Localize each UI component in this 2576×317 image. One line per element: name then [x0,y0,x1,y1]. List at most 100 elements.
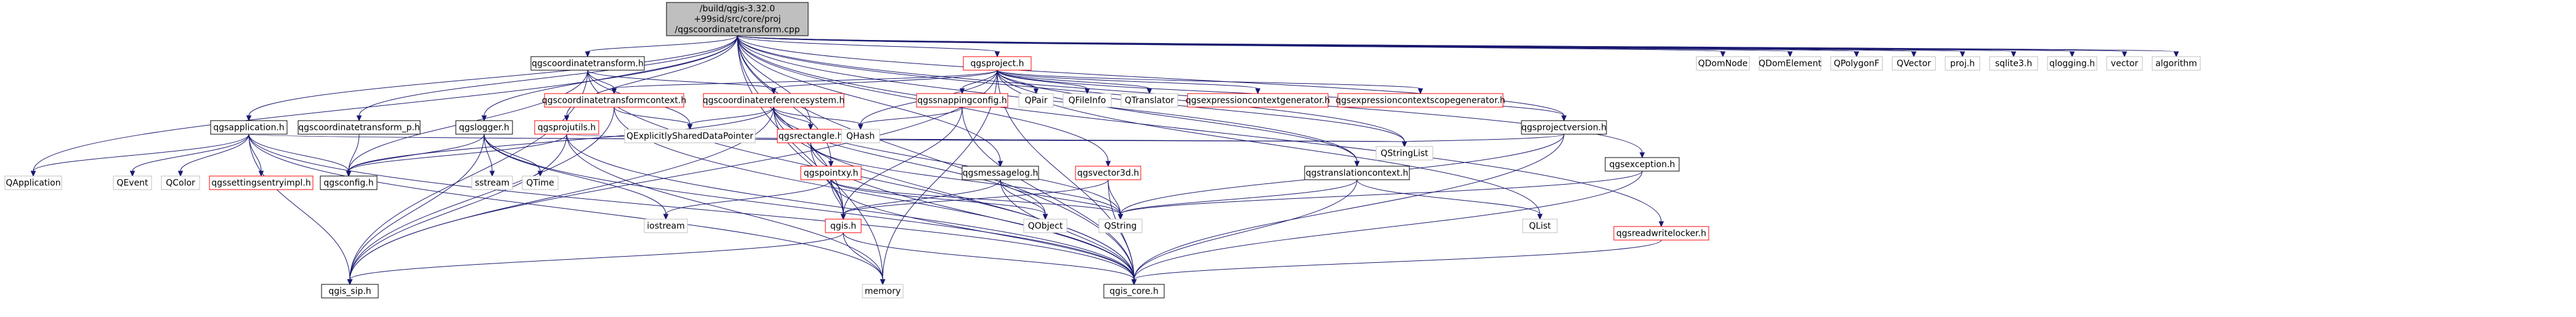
node-label: qgslogger.h [459,123,509,133]
node-root[interactable]: /build/qgis-3.32.0+99sid/src/core/proj/q… [666,2,809,36]
node-qgsexpressioncontextscopegenerator-h[interactable]: qgsexpressioncontextscopegenerator.h [1335,93,1505,108]
node-label: qgis.h [830,222,856,231]
node-qtime[interactable]: QTime [522,175,559,190]
edge-qgsprojutils_h-to-qgsconfig_h [346,134,567,177]
node-qgspointxy-h[interactable]: qgspointxy.h [800,166,862,180]
node-qgscoordinatereferencesystem-h[interactable]: qgscoordinatereferencesystem.h [703,93,845,108]
node-qtranslator[interactable]: QTranslator [1120,93,1178,108]
edge-qgscoordinatereferencesystem_h-to-qhash [773,106,864,130]
node-qdomelement[interactable]: QDomElement [1759,56,1821,71]
node-qhash[interactable]: QHash [841,129,880,143]
node-qgsexception-h[interactable]: qgsexception.h [1605,157,1680,172]
node-label: QStringList [1380,149,1428,159]
node-qgis-core-h[interactable]: qgis_core.h [1103,284,1165,299]
node-label: QApplication [6,179,60,188]
node-label: qgstranslationcontext.h [1306,169,1408,179]
edge-qgslogger_h-to-qgis_core_h [484,134,1137,286]
node-label: QObject [1028,222,1063,231]
node-qgstranslationcontext-h[interactable]: qgstranslationcontext.h [1304,166,1410,180]
node-label: QHash [846,132,875,142]
node-qgsreadwritelocker-h[interactable]: qgsreadwritelocker.h [1613,226,1709,241]
node-label: qgsprojutils.h [538,123,596,133]
node-label: vector [2111,59,2139,69]
edge-root-to-qgsapplication_h [246,35,738,122]
edge-qgsproject_h-to-qfileinfo [997,70,1090,95]
edge-qgsprojutils_h-to-memory [566,134,886,286]
node-qgsexpressioncontextgenerator-h[interactable]: qgsexpressioncontextgenerator.h [1186,93,1331,108]
node-label: qgsexception.h [1610,160,1675,170]
nodes-layer: /build/qgis-3.32.0+99sid/src/core/proj/q… [4,2,2201,299]
node-label: sqlite3.h [1995,59,2032,69]
edge-root-to-algorithm [737,35,2179,58]
node-label: qgsreadwritelocker.h [1616,229,1706,239]
node-qgssettingsentryimpl-h[interactable]: qgssettingsentryimpl.h [209,175,314,190]
node-label: qgssettingsentryimpl.h [211,179,311,188]
edge-qgsmessagelog_h-to-qgis_h [840,179,1001,220]
node-qapplication[interactable]: QApplication [4,175,62,190]
node-qgsprojutils-h[interactable]: qgsprojutils.h [534,120,599,135]
node-label: qgsmessagelog.h [963,169,1039,179]
node-sqlite3-h[interactable]: sqlite3.h [1989,56,2038,71]
node-sstream[interactable]: sstream [471,175,513,190]
edge-qgspointxy_h-to-qstring [830,179,1124,220]
node-label: qgsconfig.h [323,179,373,188]
node-qobject[interactable]: QObject [1023,219,1067,233]
node-qexplicitlyshareddatapointer[interactable]: QExplicitlySharedDataPointer [624,129,756,143]
node-qlist[interactable]: QList [1522,219,1558,233]
node-qcolor[interactable]: QColor [161,175,200,190]
node-qgsmessagelog-h[interactable]: qgsmessagelog.h [962,166,1039,180]
edge-qgsprojectversion_h-to-qstringlist [1401,134,1565,148]
node-qgsprojectversion-h[interactable]: qgsprojectversion.h [1521,120,1607,135]
node-qgscoordinatetransformcontext-h[interactable]: qgscoordinatetransformcontext.h [542,93,686,108]
edge-qgsprojutils_h-to-qgis_sip_h [347,134,567,286]
edge-qgsproject_h-to-qstringlist [997,70,1407,148]
node-proj-h[interactable]: proj.h [1945,56,1980,71]
edge-qgsproject_h-to-qgsexpressioncontextscopegenerator_h [997,70,1424,95]
node-qgis-h[interactable]: qgis.h [825,219,862,233]
node-label: qgscoordinatetransform_p.h [298,123,420,133]
node-qpair[interactable]: QPair [1018,93,1054,108]
node-label: qgis_sip.h [328,287,371,297]
edge-qgsrectangle_h-to-qgis_h [810,142,846,220]
edge-qgscoordinatereferencesystem_h-to-qstring [773,106,1124,220]
node-qstringlist[interactable]: QStringList [1375,146,1433,161]
node-qgsproject-h[interactable]: qgsproject.h [963,56,1032,71]
node-qgssnappingconfig-h[interactable]: qgssnappingconfig.h [916,93,1008,108]
node-qfileinfo[interactable]: QFileInfo [1063,93,1112,108]
node-qgis-sip-h[interactable]: qgis_sip.h [321,284,379,299]
edge-qgsprojectversion_h-to-qgis_core_h [1131,134,1565,286]
node-qgsconfig-h[interactable]: qgsconfig.h [320,175,378,190]
edge-root-to-qgsmessagelog_h [737,35,1003,167]
node-label: memory [865,287,901,297]
node-algorithm[interactable]: algorithm [2152,56,2201,71]
node-memory[interactable]: memory [862,284,904,299]
node-label: QTranslator [1125,96,1175,106]
node-qlogging-h[interactable]: qlogging.h [2047,56,2097,71]
node-label: qgsvector3d.h [1077,169,1140,179]
node-qgsrectangle-h[interactable]: qgsrectangle.h [777,129,844,143]
node-label: qgssnappingconfig.h [917,96,1007,106]
node-qgscoordinatetransform-p-h[interactable]: qgscoordinatetransform_p.h [298,120,421,135]
node-qevent[interactable]: QEvent [113,175,152,190]
edge-qgscoordinatetransformcontext_h-to-qexplicitlyshareddatapointer [614,106,693,130]
node-qgsapplication-h[interactable]: qgsapplication.h [210,120,288,135]
node-label: QDomElement [1759,59,1821,69]
node-qstring[interactable]: QString [1098,219,1143,233]
node-iostream[interactable]: iostream [644,219,688,233]
node-qpolygonf[interactable]: QPolygonF [1830,56,1883,71]
edge-qgssnappingconfig_h-to-qhash [857,106,963,130]
node-label: QVector [1897,59,1931,69]
edge-qgsexception_h-to-qstring [1117,171,1643,220]
node-qdomnode[interactable]: QDomNode [1696,56,1750,71]
edge-qgsproject_h-to-qgscoordinatereferencesystem_h [771,70,998,95]
node-qgscoordinatetransform-h[interactable]: qgscoordinatetransform.h [530,56,645,71]
edge-qgscoordinatereferencesystem_h-to-qgsrectangle_h [773,106,814,130]
edge-qgscoordinatetransform_p_h-to-qgsconfig_h [346,134,360,177]
edge-qgis_h-to-qgis_core_h [843,232,1137,286]
node-vector[interactable]: vector [2106,56,2143,71]
edge-qgslogger_h-to-qgsconfig_h [346,134,485,177]
edge-root-to-qgsproject_h [737,35,1000,58]
node-qgslogger-h[interactable]: qgslogger.h [455,120,513,135]
node-qvector[interactable]: QVector [1892,56,1936,71]
node-qgsvector3d-h[interactable]: qgsvector3d.h [1075,166,1141,180]
